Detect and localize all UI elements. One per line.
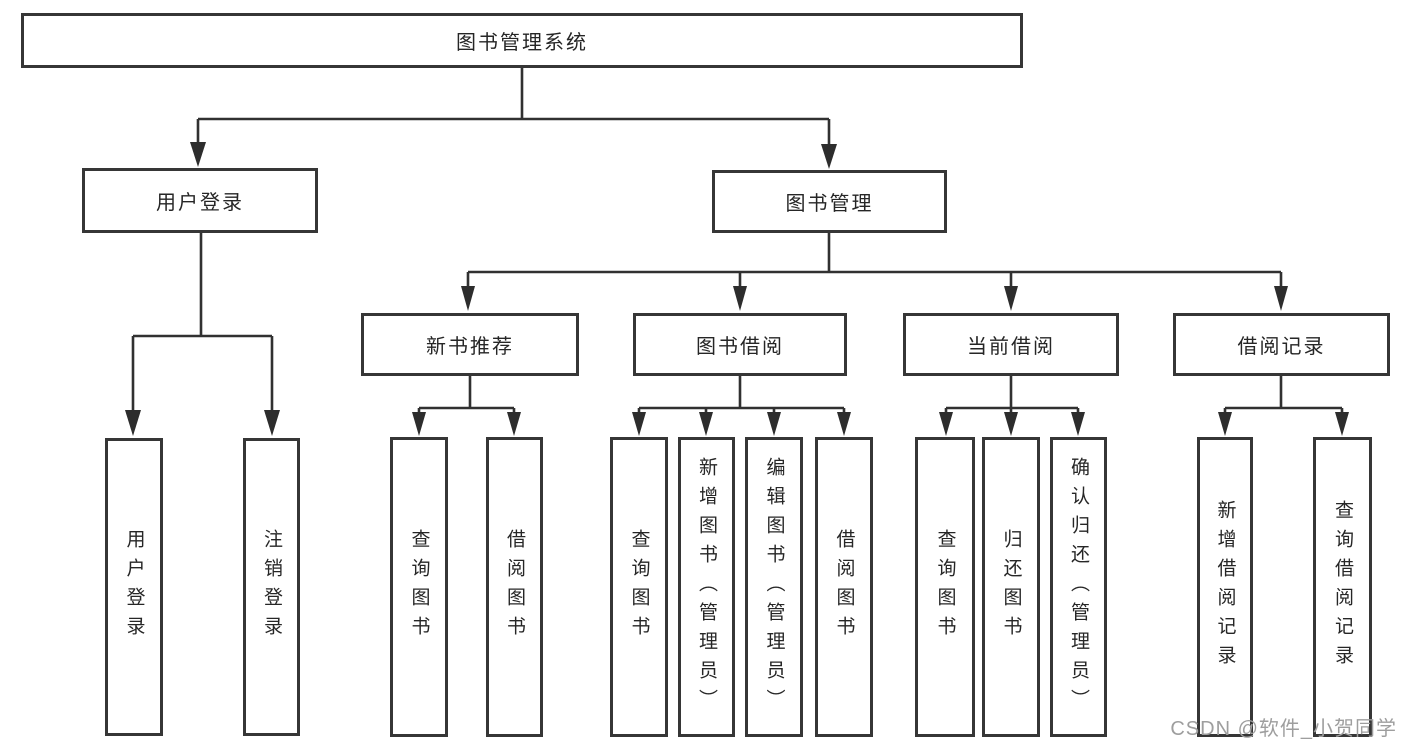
arrowhead-icon: [1004, 412, 1018, 436]
book-borrowing-connectors: [632, 376, 851, 436]
node-label: 查询图书: [934, 529, 956, 645]
node-query-books-borrowing: 查询图书: [610, 437, 668, 737]
node-logout: 注销登录: [243, 438, 300, 736]
node-label: 新增借阅记录: [1214, 500, 1236, 674]
arrowhead-icon: [190, 142, 206, 167]
node-label: 查询借阅记录: [1332, 500, 1353, 674]
node-label: 借阅记录: [1237, 336, 1326, 358]
arrowhead-icon: [632, 412, 646, 436]
arrowhead-icon: [1335, 412, 1349, 436]
new-book-recommendation-connectors: [412, 376, 521, 436]
node-label: 图书管理: [785, 193, 874, 215]
node-new-book-recommendation: 新书推荐: [361, 313, 579, 376]
arrowhead-icon: [767, 412, 781, 436]
node-query-books-recommendation: 查询图书: [390, 437, 448, 737]
node-user-login: 用户登录: [82, 168, 318, 233]
arrowhead-icon: [821, 144, 837, 169]
node-edit-books-admin: 编辑图书（管理员）: [745, 437, 803, 737]
node-label: 借阅图书: [504, 529, 525, 645]
node-borrow-books-leaf: 借阅图书: [815, 437, 873, 737]
node-label: 编辑图书（管理员）: [763, 456, 785, 718]
arrowhead-icon: [1274, 286, 1288, 311]
arrowhead-icon: [125, 410, 141, 436]
current-borrowing-connectors: [939, 376, 1085, 436]
node-confirm-return-admin: 确认归还（管理员）: [1050, 437, 1107, 737]
node-add-books-admin: 新增图书（管理员）: [678, 437, 735, 737]
node-label: 归还图书: [1000, 529, 1022, 645]
node-return-books: 归还图书: [982, 437, 1040, 737]
node-label: 借阅图书: [833, 529, 855, 645]
node-borrowing-records: 借阅记录: [1173, 313, 1390, 376]
watermark: CSDN @软件_小贺同学: [1170, 718, 1397, 740]
arrowhead-icon: [1218, 412, 1232, 436]
node-label: 新书推荐: [426, 336, 514, 358]
arrowhead-icon: [939, 412, 953, 436]
arrowhead-icon: [1004, 286, 1018, 311]
node-library-management-system: 图书管理系统: [21, 13, 1023, 68]
node-add-borrow-record: 新增借阅记录: [1197, 437, 1253, 737]
node-label: 注销登录: [261, 529, 282, 645]
user-login-connectors: [125, 232, 280, 436]
node-label: 新增图书（管理员）: [696, 456, 717, 718]
arrowhead-icon: [733, 286, 747, 311]
node-label: 当前借阅: [967, 336, 1055, 358]
arrowhead-icon: [507, 412, 521, 436]
arrowhead-icon: [412, 412, 426, 436]
borrowing-records-connectors: [1218, 376, 1349, 436]
node-book-borrowing: 图书借阅: [633, 313, 847, 376]
node-query-borrow-record: 查询借阅记录: [1313, 437, 1372, 737]
node-current-borrowing: 当前借阅: [903, 313, 1119, 376]
node-user-login-leaf: 用户登录: [105, 438, 163, 736]
arrowhead-icon: [1071, 412, 1085, 436]
node-label: 查询图书: [408, 529, 430, 645]
node-label: 用户登录: [123, 529, 145, 645]
arrowhead-icon: [837, 412, 851, 436]
node-book-management: 图书管理: [712, 170, 947, 233]
node-label: 图书管理系统: [456, 32, 588, 54]
node-label: 图书借阅: [696, 336, 784, 358]
arrowhead-icon: [461, 286, 475, 311]
arrowhead-icon: [264, 410, 280, 436]
node-label: 查询图书: [628, 529, 650, 645]
node-label: 用户登录: [156, 192, 244, 214]
node-query-books-current: 查询图书: [915, 437, 975, 737]
book-management-connectors: [461, 233, 1288, 311]
root-connectors: [190, 68, 837, 169]
arrowhead-icon: [699, 412, 713, 436]
node-label: 确认归还（管理员）: [1068, 456, 1089, 718]
node-borrow-books-recommendation: 借阅图书: [486, 437, 543, 737]
